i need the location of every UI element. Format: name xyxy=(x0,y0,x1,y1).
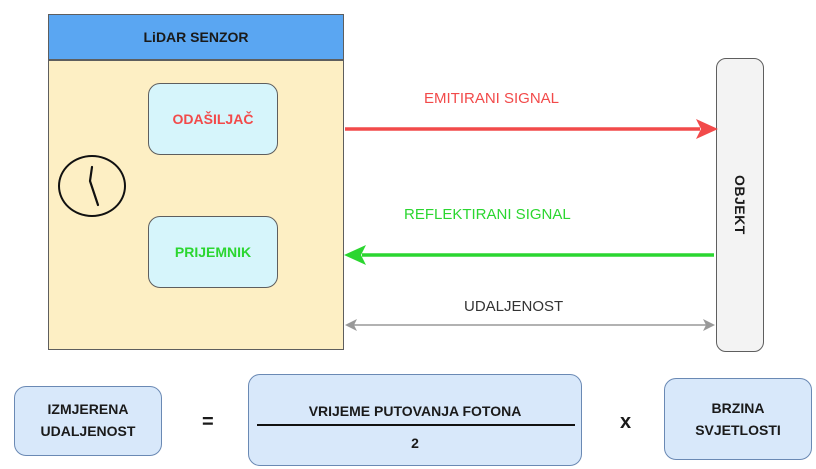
object-box xyxy=(716,58,764,352)
emitted-signal-arrow xyxy=(345,119,718,139)
measured-distance-line-2: UDALJENOST xyxy=(40,423,136,439)
speed-of-light-line-2: SVJETLOSTI xyxy=(695,422,781,438)
reflected-signal-arrow xyxy=(344,245,714,265)
reflected-signal-label: REFLEKTIRANI SIGNAL xyxy=(404,206,571,223)
fraction-line xyxy=(257,424,575,426)
travel-time-fraction-box: VRIJEME PUTOVANJA FOTONA 2 xyxy=(248,374,582,466)
distance-label: UDALJENOST xyxy=(464,298,564,315)
speed-of-light-box: BRZINA SVJETLOSTI xyxy=(664,378,812,460)
multiply-sign: x xyxy=(620,411,632,433)
clock-icon xyxy=(58,155,126,217)
clock-hand-icon xyxy=(88,165,100,207)
measured-distance-box: IZMJERENA UDALJENOST xyxy=(14,386,162,456)
measured-distance-line-1: IZMJERENA xyxy=(47,401,129,418)
fraction-numerator: VRIJEME PUTOVANJA FOTONA xyxy=(308,403,522,419)
speed-of-light-line-1: BRZINA xyxy=(711,399,765,416)
equals-sign: = xyxy=(202,411,214,433)
receiver-box: PRIJEMNIK xyxy=(148,216,278,288)
lidar-sensor-title: LiDAR SENZOR xyxy=(48,14,344,60)
object-label: OBJEKT xyxy=(732,175,748,235)
emitter-box: ODAŠILJAČ xyxy=(148,83,278,155)
emitted-signal-label: EMITIRANI SIGNAL xyxy=(424,90,560,107)
distance-arrow xyxy=(345,319,715,331)
fraction-denominator: 2 xyxy=(411,435,419,451)
